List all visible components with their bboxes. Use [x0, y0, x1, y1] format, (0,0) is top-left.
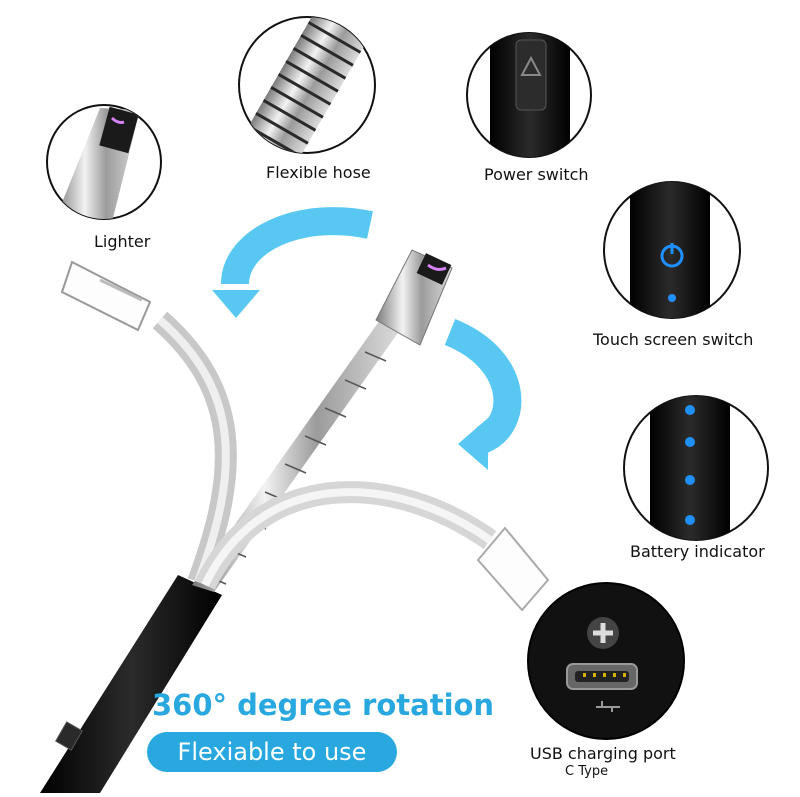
- lighter-detail-circle: [46, 104, 162, 220]
- rotation-headline: 360° degree rotation: [152, 688, 495, 722]
- power-switch-label: Power switch: [484, 165, 589, 184]
- lighter-handle: [40, 575, 222, 793]
- flexible-hose-detail-circle: [238, 16, 376, 154]
- usb-type-label: C Type: [565, 764, 609, 779]
- touch-switch-detail-circle: [603, 181, 741, 319]
- rotation-arrow-top: [221, 207, 373, 286]
- battery-indicator-label: Battery indicator: [630, 542, 765, 561]
- lighter-label: Lighter: [94, 232, 151, 251]
- power-switch-detail-circle: [466, 32, 592, 158]
- touch-screen-switch-label: Touch screen switch: [593, 330, 754, 349]
- battery-indicator-detail-circle: [623, 395, 769, 541]
- right-bent-hose: [195, 481, 550, 612]
- usb-port-detail-circle: [527, 582, 685, 740]
- flexible-use-badge: Flexiable to use: [147, 732, 397, 772]
- rotation-arrow-bottom: [444, 319, 522, 454]
- usb-charging-port-label: USB charging port: [530, 744, 676, 763]
- left-bent-hose: [60, 260, 237, 586]
- flexible-use-badge-text: Flexiable to use: [177, 738, 367, 766]
- flexible-hose-label: Flexible hose: [266, 163, 371, 182]
